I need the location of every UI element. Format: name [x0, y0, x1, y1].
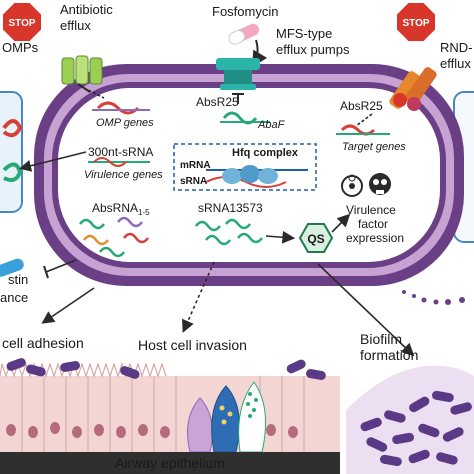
qs-to-virulence-arrow — [331, 213, 351, 233]
omp-barrel — [61, 55, 103, 85]
mfs-label-1: MFS-type — [276, 26, 332, 41]
mfs-label-2: efflux pumps — [276, 42, 350, 57]
target-genes-label: Target genes — [342, 141, 406, 153]
rnd-label-1: RND- — [440, 40, 473, 55]
left-panel-red-rna — [2, 119, 23, 138]
colistin-capsule-icon — [0, 258, 24, 277]
abaf-label: AbaF — [257, 119, 286, 131]
biohazard-icon — [341, 174, 363, 197]
biofilm-arrow — [317, 263, 415, 357]
virulence-factor-label-2: factor — [358, 217, 388, 231]
hfq-complex-box — [173, 143, 317, 191]
virulence-genes-label: Virulence genes — [84, 169, 163, 181]
omp-inhibit — [83, 87, 105, 99]
adhesion-arrow — [41, 287, 95, 324]
biofilm-dots — [402, 290, 465, 305]
stop-sign-icon-left: STOP — [1, 1, 43, 43]
cell-adhesion-label: cell adhesion — [2, 335, 84, 351]
fosfomycin-label: Fosfomycin — [212, 4, 278, 19]
rnd-label-2: efflux | — [440, 56, 474, 71]
biofilm-label-1: Biofilm — [360, 331, 402, 347]
airway-label: Airway epithelium — [115, 455, 225, 471]
absr25-left-label: AbsR25 — [196, 95, 239, 109]
virulence-factor-label-1: Virulence — [346, 203, 396, 217]
rnd-pump — [389, 67, 437, 111]
omps-label: OMPs — [2, 40, 39, 55]
colistin-label: stin — [8, 272, 28, 287]
absr25-right-label: AbsR25 — [340, 99, 383, 113]
abaf-rna — [220, 111, 270, 125]
airway-bar — [0, 452, 340, 474]
stop-label-right: STOP — [402, 18, 429, 29]
absrna-cluster — [79, 216, 149, 258]
srna-label: sRNA — [180, 176, 207, 187]
omp-inhibit-bar — [77, 83, 91, 93]
invasion-arrow — [182, 261, 215, 333]
srna13573-label: sRNA13573 — [198, 201, 263, 215]
target-rna — [336, 124, 390, 136]
left-panel-green-rna — [2, 162, 23, 182]
skull-icon — [369, 173, 391, 195]
left-panel — [0, 91, 23, 213]
target-genes-dash — [355, 113, 373, 127]
biofilm-label-2: formation — [360, 347, 418, 363]
stop-label-left: STOP — [8, 18, 35, 29]
resistance-label: ance — [0, 290, 28, 305]
omp-mrna — [92, 101, 150, 115]
qs-label: QS — [307, 232, 324, 246]
hfq-hexamer — [222, 165, 278, 184]
srna300-arrow — [19, 151, 87, 172]
epithelium-cells — [0, 362, 340, 453]
absrna-label: AbsRNA1-5 — [92, 201, 150, 217]
srna300-label: 300nt-sRNA — [88, 145, 153, 159]
stop-sign-icon-right: STOP — [395, 1, 437, 43]
host-invasion-label: Host cell invasion — [138, 337, 247, 353]
antibiotic-efflux-label-2: efflux — [60, 18, 91, 33]
antibiotic-efflux-label-1: Antibiotic — [60, 2, 113, 17]
mfs-pump — [216, 58, 260, 90]
mrna-label: mRNA — [180, 160, 211, 171]
srna13573-cluster — [195, 218, 263, 246]
omp-genes-label: OMP genes — [96, 117, 154, 129]
virulence-factor-label-3: expression — [346, 231, 404, 245]
adherent-bacteria — [6, 358, 326, 380]
qs-hexagon-icon: QS — [298, 223, 334, 253]
capsule-icon — [228, 23, 260, 45]
colistin-inhibit — [45, 259, 77, 273]
hfq-complex-label: Hfq complex — [232, 147, 299, 159]
srna13573-to-qs-arrow — [265, 230, 296, 244]
biofilm-mound — [346, 365, 474, 474]
